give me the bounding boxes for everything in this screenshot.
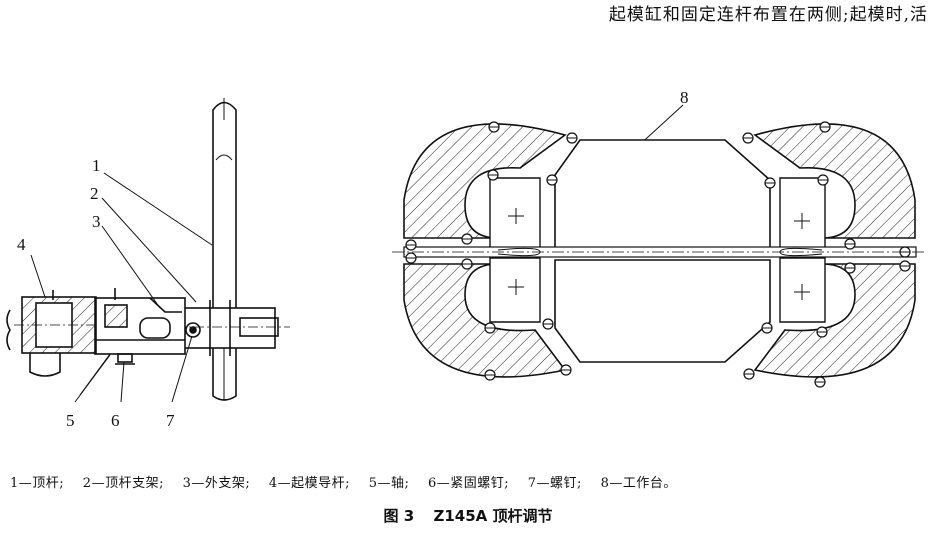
part-labels: 1 2 3 4 5 6 7 8 (17, 88, 689, 430)
legend-item-6: 6—紧固螺钉; (427, 476, 510, 491)
label-1: 1 (92, 156, 101, 175)
label-3: 3 (92, 212, 101, 231)
label-5: 5 (66, 411, 75, 430)
label-7: 7 (166, 411, 175, 430)
label-4: 4 (17, 235, 26, 254)
label-8: 8 (680, 88, 689, 107)
figure-number: 图 3 (383, 507, 415, 525)
legend-item-1: 1—顶杆; (10, 476, 65, 491)
figure-caption: 图 3 Z145A 顶杆调节 (0, 505, 936, 526)
figure-legend: 1—顶杆; 2—顶杆支架; 3—外支架; 4—起模导杆; 5—轴; 6—紧固螺钉… (10, 472, 691, 491)
header-text: 起模缸和固定连杆布置在两侧;起模时,活 (608, 5, 928, 25)
label-6: 6 (111, 411, 120, 430)
mechanical-drawing: 1 2 3 4 5 6 7 8 (6, 88, 926, 430)
legend-item-3: 3—外支架; (182, 476, 251, 491)
worktable-top-view (403, 123, 917, 378)
legend-item-7: 7—螺钉; (527, 476, 582, 491)
legend-item-4: 4—起模导杆; (268, 476, 351, 491)
legend-item-8: 8—工作台。 (600, 476, 677, 491)
ejector-side-view (6, 98, 290, 401)
crosshair-marks (508, 208, 810, 300)
legend-item-2: 2—顶杆支架; (82, 476, 164, 491)
label-2: 2 (90, 184, 99, 203)
figure-title: Z145A 顶杆调节 (433, 507, 553, 525)
fastener-slashes (406, 126, 910, 383)
legend-item-5: 5—轴; (368, 476, 410, 491)
